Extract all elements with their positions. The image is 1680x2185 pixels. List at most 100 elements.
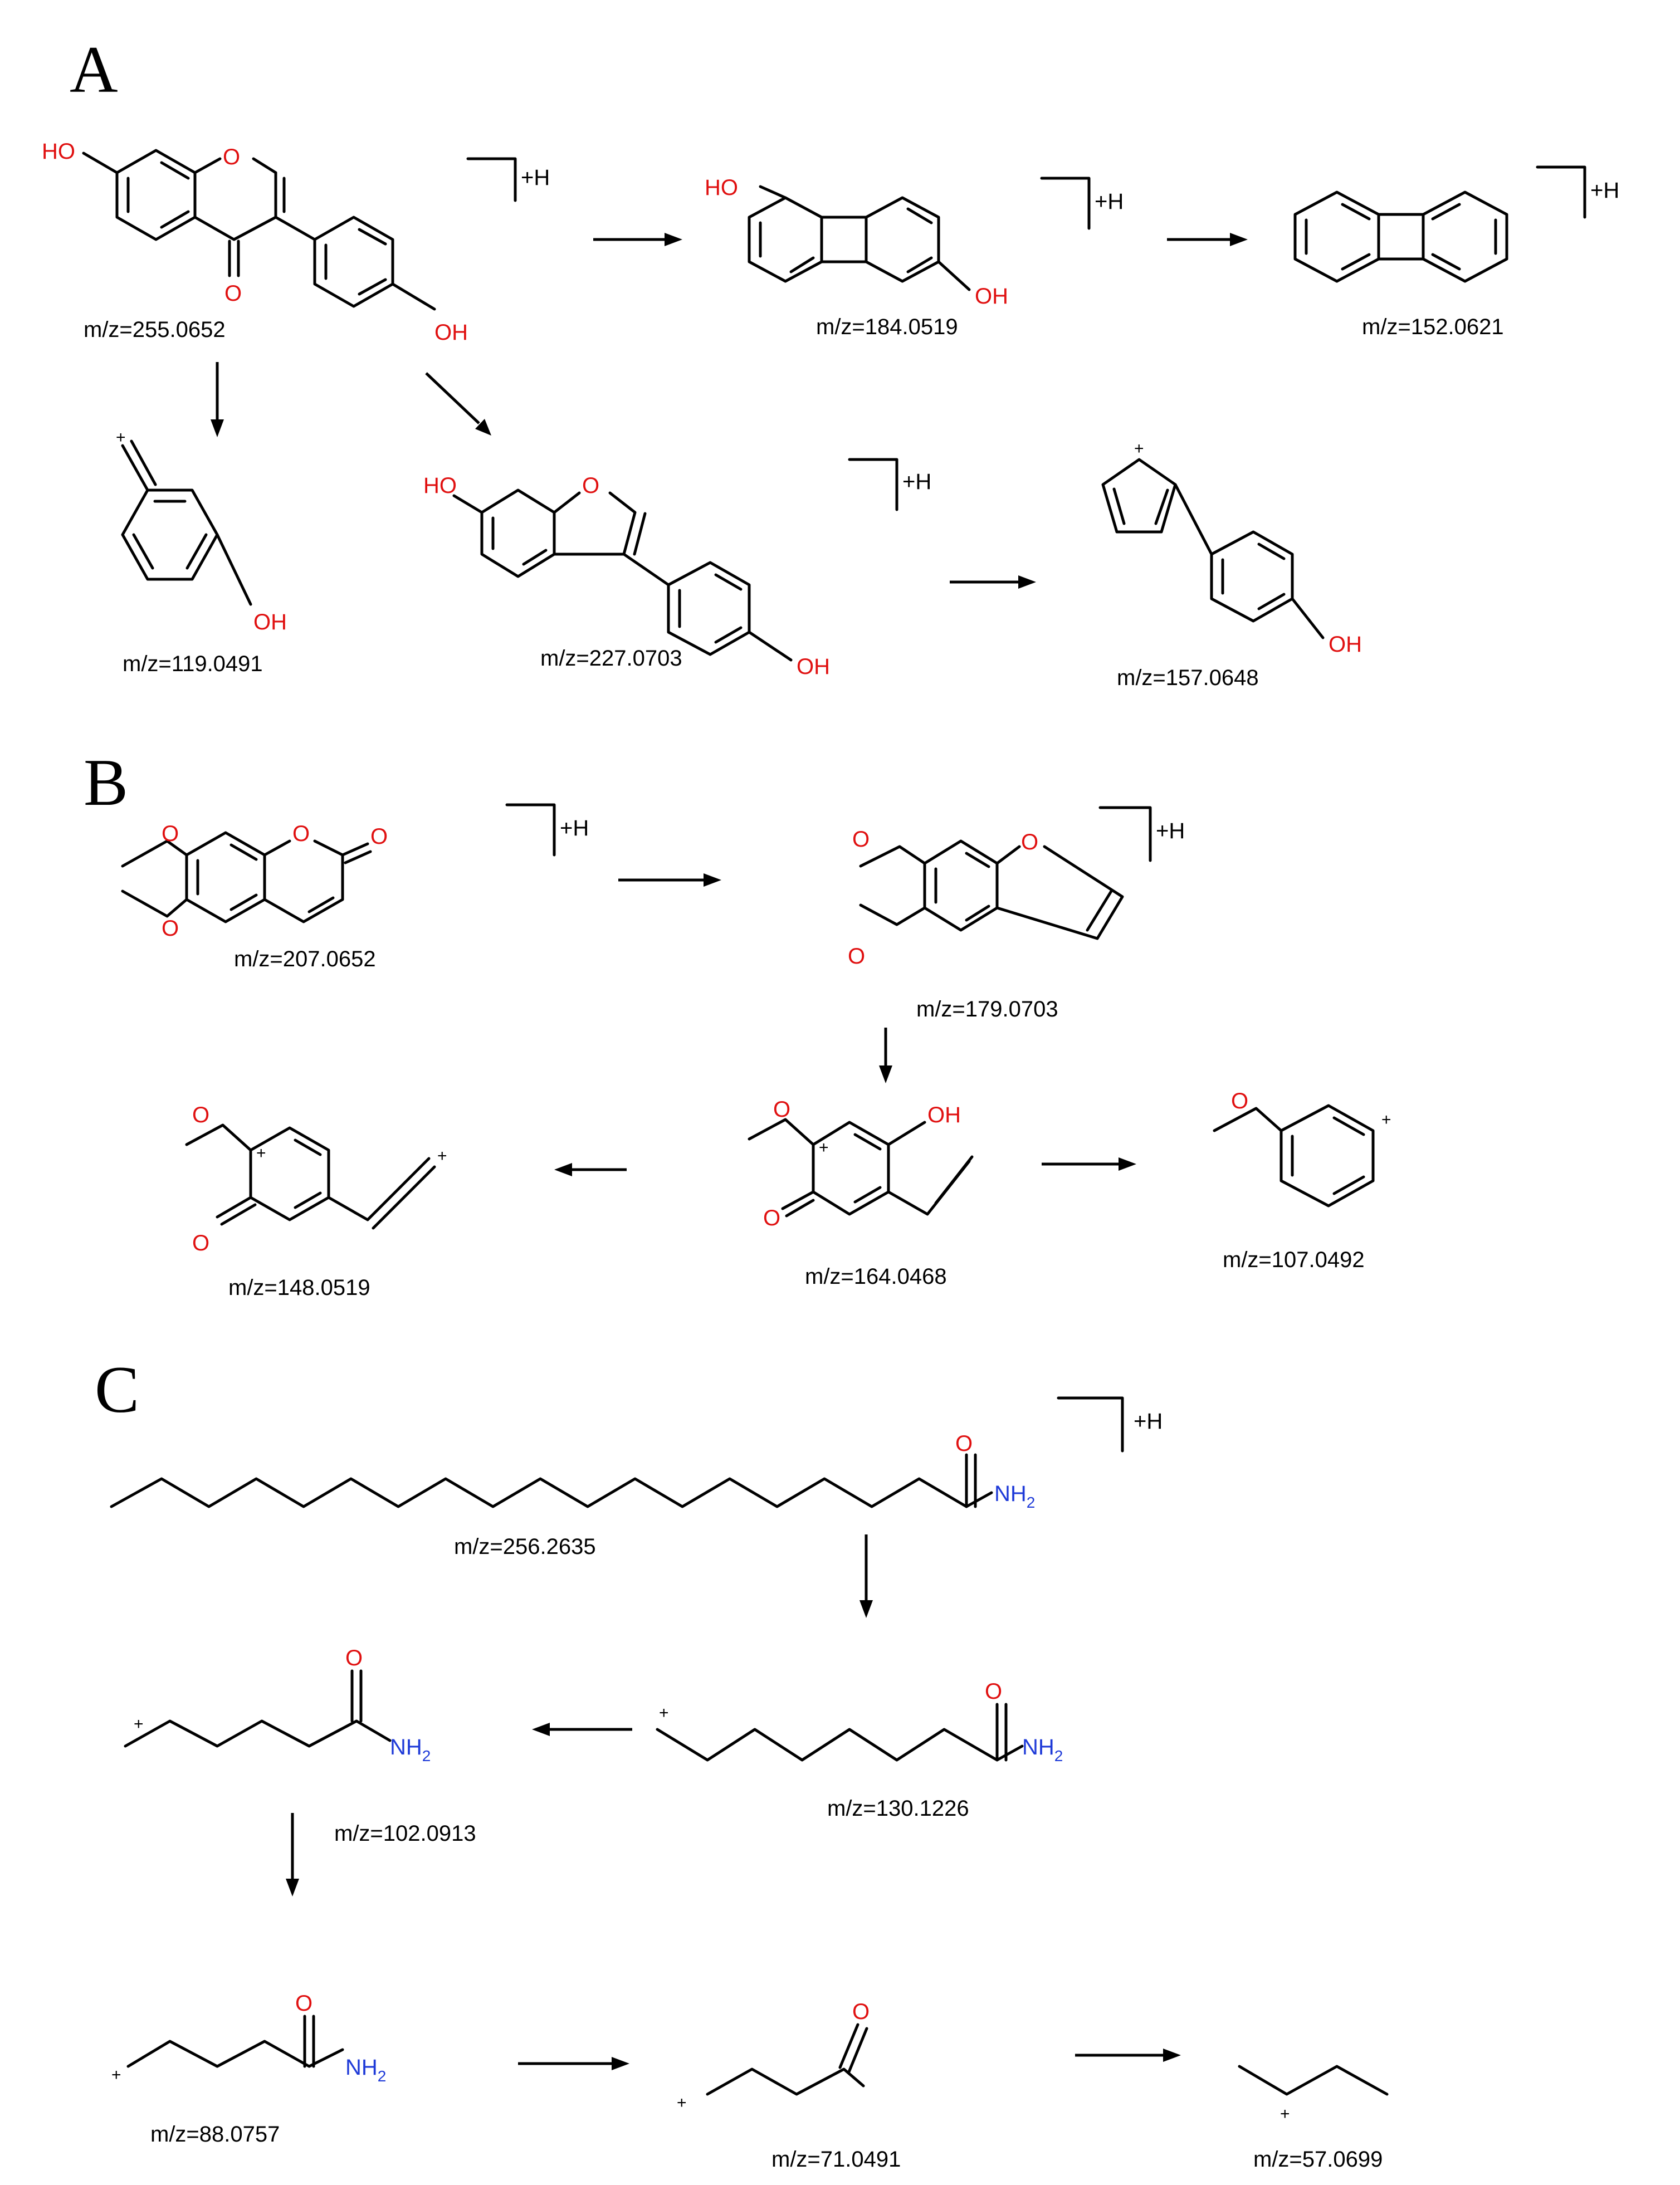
structure-c1 bbox=[110, 1453, 993, 1508]
amine-label: NH2 bbox=[345, 2055, 386, 2085]
reaction-arrow bbox=[1167, 233, 1248, 246]
charge-label: + bbox=[437, 1147, 447, 1165]
charge-label: + bbox=[256, 1144, 266, 1162]
oxygen-label: O bbox=[773, 1097, 790, 1122]
reaction-arrow bbox=[554, 1163, 627, 1176]
oxygen-label: O bbox=[223, 145, 240, 169]
oxygen-label: O bbox=[582, 473, 599, 498]
structure-c2 bbox=[656, 1703, 1024, 1762]
mz-label-107: m/z=107.0492 bbox=[1223, 1248, 1365, 1272]
panel-label-b: B bbox=[84, 745, 128, 819]
structure-c1-bracket bbox=[1057, 1396, 1124, 1453]
oxygen-label: O bbox=[192, 1231, 209, 1255]
charge-label: + bbox=[677, 2094, 687, 2112]
panel-label-a: A bbox=[70, 32, 118, 106]
structure-b2 bbox=[859, 806, 1152, 940]
charge-label: + bbox=[111, 2066, 121, 2084]
mz-label-130: m/z=130.1226 bbox=[827, 1796, 969, 1821]
reaction-arrow bbox=[879, 1028, 892, 1083]
hydroxyl-label: OH bbox=[253, 610, 287, 634]
oxygen-label: O bbox=[292, 822, 310, 846]
reaction-arrow bbox=[286, 1813, 299, 1896]
adduct-label: +H bbox=[1590, 178, 1619, 203]
reaction-arrow bbox=[593, 233, 682, 246]
structure-b1 bbox=[121, 803, 556, 923]
hydroxyl-label: OH bbox=[1329, 632, 1362, 657]
structure-c4 bbox=[126, 2015, 344, 2068]
reaction-arrow bbox=[211, 362, 224, 437]
reaction-arrow bbox=[425, 372, 491, 436]
structure-a1 bbox=[82, 149, 517, 311]
structure-a5 bbox=[452, 458, 898, 662]
hydroxyl-label: OH bbox=[797, 654, 830, 679]
adduct-label: +H bbox=[1134, 1409, 1163, 1434]
structure-c6 bbox=[1238, 2065, 1389, 2096]
mz-label-164: m/z=164.0468 bbox=[805, 1264, 947, 1289]
adduct-label: +H bbox=[1095, 189, 1124, 214]
oxygen-label: O bbox=[162, 916, 179, 941]
hydroxyl-label: HO bbox=[423, 473, 457, 498]
mz-label-179: m/z=179.0703 bbox=[916, 997, 1058, 1021]
mz-label-157: m/z=157.0648 bbox=[1117, 666, 1259, 690]
reaction-arrow bbox=[1075, 2049, 1181, 2062]
mz-label-119: m/z=119.0491 bbox=[123, 652, 263, 676]
charge-label: + bbox=[659, 1704, 669, 1722]
charge-label: + bbox=[134, 1715, 144, 1733]
hydroxyl-label: OH bbox=[434, 320, 468, 345]
hydroxyl-label: HO bbox=[705, 175, 738, 200]
oxygen-label: O bbox=[295, 1991, 312, 2016]
mz-label-71: m/z=71.0491 bbox=[771, 2147, 901, 2172]
amine-label: NH2 bbox=[1022, 1735, 1063, 1764]
oxygen-label: O bbox=[224, 281, 242, 306]
oxygen-label: O bbox=[848, 944, 865, 969]
amine-label: NH2 bbox=[390, 1735, 431, 1764]
reaction-arrow bbox=[950, 575, 1036, 589]
oxygen-label: O bbox=[763, 1206, 780, 1230]
structure-a2 bbox=[748, 177, 1091, 291]
mz-label-57: m/z=57.0699 bbox=[1253, 2147, 1383, 2172]
charge-label: + bbox=[116, 428, 126, 447]
hydroxyl-label: OH bbox=[927, 1103, 961, 1127]
mz-label-255: m/z=255.0652 bbox=[84, 317, 226, 342]
panel-label-c: C bbox=[95, 1352, 139, 1426]
oxygen-label: O bbox=[1231, 1089, 1248, 1113]
oxygen-label: O bbox=[370, 824, 388, 849]
reaction-arrow bbox=[859, 1534, 873, 1618]
structure-c5 bbox=[706, 2023, 868, 2096]
oxygen-label: O bbox=[345, 1646, 363, 1670]
oxygen-label: O bbox=[852, 2000, 870, 2024]
amine-label: NH2 bbox=[994, 1482, 1035, 1511]
reaction-arrow bbox=[532, 1723, 632, 1736]
oxygen-label: O bbox=[1021, 830, 1038, 854]
structure-a4 bbox=[121, 439, 252, 606]
reaction-arrow bbox=[1042, 1157, 1136, 1171]
structure-a3 bbox=[1293, 165, 1586, 283]
structure-c3 bbox=[124, 1669, 392, 1748]
mz-label-148: m/z=148.0519 bbox=[228, 1275, 370, 1300]
structure-b4 bbox=[185, 1123, 436, 1230]
charge-label: + bbox=[1280, 2105, 1290, 2123]
adduct-label: +H bbox=[560, 816, 589, 840]
adduct-label: +H bbox=[902, 470, 931, 494]
oxygen-label: O bbox=[162, 822, 179, 846]
mz-label-184: m/z=184.0519 bbox=[816, 315, 958, 339]
structure-b3 bbox=[748, 1118, 974, 1218]
mz-label-102: m/z=102.0913 bbox=[334, 1821, 476, 1846]
oxygen-label: O bbox=[192, 1103, 209, 1127]
charge-label: + bbox=[819, 1138, 829, 1157]
hydroxyl-label: OH bbox=[975, 284, 1008, 309]
mz-label-152: m/z=152.0621 bbox=[1362, 315, 1504, 339]
adduct-label: +H bbox=[1156, 819, 1185, 843]
oxygen-label: O bbox=[985, 1679, 1002, 1704]
adduct-label: +H bbox=[521, 165, 550, 190]
charge-label: + bbox=[1381, 1111, 1391, 1129]
reaction-arrow bbox=[618, 873, 721, 887]
mz-label-207: m/z=207.0652 bbox=[234, 947, 376, 971]
charge-label: + bbox=[1134, 439, 1144, 458]
hydroxyl-label: HO bbox=[42, 139, 75, 164]
reaction-arrow bbox=[518, 2057, 629, 2070]
structure-a6 bbox=[1101, 458, 1325, 639]
mz-label-88: m/z=88.0757 bbox=[150, 2122, 280, 2147]
mz-label-227: m/z=227.0703 bbox=[540, 646, 682, 671]
